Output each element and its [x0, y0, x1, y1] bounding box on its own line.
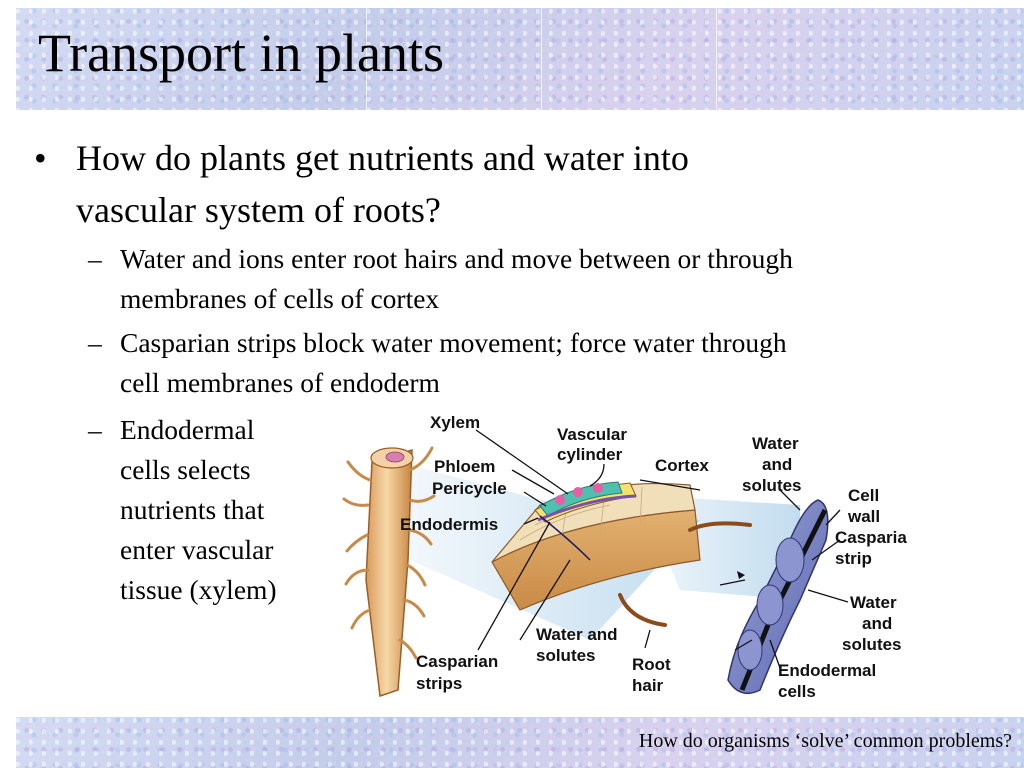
label-endodermal-cells: cells — [778, 682, 816, 701]
bullet-marker: • — [34, 138, 47, 178]
subpoint-line: Water and ions enter root hairs and move… — [120, 243, 793, 274]
label-casparian-strips: strips — [416, 674, 462, 693]
label-cell-wall: wall — [847, 507, 880, 526]
banner-seam — [716, 8, 717, 110]
subpoint-line: nutrients that — [120, 494, 265, 525]
slide-title: Transport in plants — [38, 23, 445, 83]
main-bullet-line: How do plants get nutrients and water in… — [76, 138, 689, 178]
label-vascular-cylinder: cylinder — [557, 445, 623, 464]
subpoint-text: Water and ions enter root hairs and move… — [120, 239, 793, 319]
diagram-labels: Xylem Vascular cylinder Phloem Pericycle… — [400, 413, 907, 701]
subpoint-line: cells selects — [120, 454, 251, 485]
label-cell-wall: Cell — [848, 486, 879, 505]
subpoint-line: Casparian strips block water movement; f… — [120, 327, 787, 358]
subpoint-line: tissue (xylem) — [120, 574, 277, 605]
subpoint-line: membranes of cells of cortex — [120, 283, 440, 314]
label-xylem: Xylem — [430, 413, 480, 432]
label-root-hair: hair — [632, 676, 664, 695]
label-casparian-strip: Casparia — [835, 528, 907, 547]
label-water-solutes-top: solutes — [742, 476, 802, 495]
subpoint-text: Casparian strips block water movement; f… — [120, 323, 787, 403]
main-bullet-text: How do plants get nutrients and water in… — [76, 132, 906, 236]
label-water-solutes-top: and — [762, 455, 792, 474]
label-water-solutes-bottom: solutes — [536, 646, 596, 665]
endodermal-cells-illustration — [719, 499, 829, 695]
root-cross-section — [491, 481, 752, 627]
leader-lines — [475, 429, 849, 669]
subpoint-line: Endodermal — [120, 414, 255, 445]
subpoint-dash: – — [88, 414, 102, 445]
label-casparian-strips: Casparian — [416, 652, 498, 671]
label-water-solutes-right: and — [862, 614, 892, 633]
label-endodermis: Endodermis — [400, 515, 498, 534]
label-water-solutes-bottom: Water and — [536, 625, 618, 644]
label-root-hair: Root — [632, 655, 671, 674]
root-transport-diagram: Xylem Vascular cylinder Phloem Pericycle… — [342, 413, 907, 701]
label-endodermal-cells: Endodermal — [778, 661, 876, 680]
label-water-solutes-right: Water — [850, 593, 897, 612]
label-casparian-strip: strip — [835, 549, 872, 568]
footer-text: How do organisms ‘solve’ common problems… — [638, 730, 1012, 752]
subpoint-text: Endodermal cells selects nutrients that … — [120, 410, 277, 610]
label-pericycle: Pericycle — [432, 479, 507, 498]
footer-banner: How do organisms ‘solve’ common problems… — [16, 717, 1024, 768]
subpoint-dash: – — [88, 327, 102, 358]
label-phloem: Phloem — [434, 457, 495, 476]
banner-seam — [541, 8, 542, 110]
main-bullet-line: vascular system of roots? — [76, 190, 441, 230]
subpoint-line: enter vascular — [120, 534, 274, 565]
root-illustration — [342, 446, 436, 698]
label-vascular-cylinder: Vascular — [557, 425, 627, 444]
subpoint-line: cell membranes of endoderm — [120, 367, 440, 398]
label-cortex: Cortex — [655, 456, 709, 475]
label-water-solutes-right: solutes — [842, 635, 902, 654]
subpoint-dash: – — [88, 243, 102, 274]
label-water-solutes-top: Water — [752, 434, 799, 453]
title-banner — [16, 8, 1024, 110]
banner-seam — [366, 8, 367, 110]
